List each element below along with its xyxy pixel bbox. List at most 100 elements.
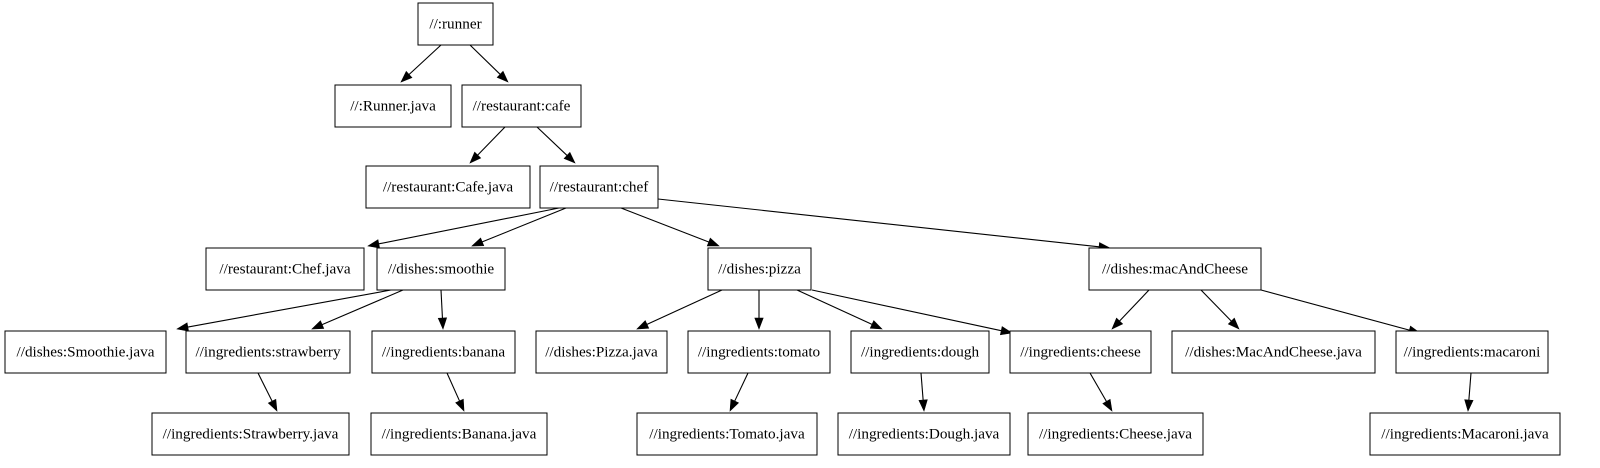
node-label: //ingredients:Tomato.java: [649, 425, 805, 442]
node-box[interactable]: [4, 330, 167, 374]
node-label: //ingredients:Dough.java: [849, 425, 1000, 442]
node-label: //ingredients:strawberry: [195, 343, 340, 360]
graph-node-cafe_java[interactable]: //restaurant:Cafe.java: [365, 165, 531, 209]
node-box[interactable]: [376, 247, 506, 291]
graph-edge: [536, 126, 576, 164]
edge-line: [620, 207, 709, 243]
edge-line: [187, 289, 392, 328]
graph-node-dishes_pizza[interactable]: //dishes:pizza: [707, 247, 812, 291]
node-label: //dishes:pizza: [718, 260, 801, 277]
graph-node-runner[interactable]: //:runner: [417, 2, 494, 46]
edge-arrowhead: [496, 70, 509, 83]
graph-node-ing_tomato[interactable]: //ingredients:tomato: [687, 330, 831, 374]
graph-edge: [1089, 372, 1113, 412]
edge-line: [920, 372, 924, 401]
edge-arrowhead: [706, 237, 720, 247]
node-label: //ingredients:Cheese.java: [1039, 425, 1192, 442]
node-box[interactable]: [365, 165, 531, 209]
graph-node-banana_java[interactable]: //ingredients:Banana.java: [370, 412, 548, 456]
node-box[interactable]: [417, 2, 494, 46]
graph-node-ing_cheese[interactable]: //ingredients:cheese: [1009, 330, 1152, 374]
node-box[interactable]: [1088, 247, 1262, 291]
node-box[interactable]: [1009, 330, 1152, 374]
graph-edge: [1111, 289, 1150, 330]
node-label: //dishes:Smoothie.java: [17, 343, 155, 360]
edge-line: [657, 198, 1100, 248]
graph-edge: [918, 372, 928, 412]
node-label: //ingredients:tomato: [698, 343, 821, 360]
node-box[interactable]: [707, 247, 812, 291]
graph-edge: [796, 289, 883, 330]
edge-line: [536, 126, 568, 156]
graph-node-ing_dough[interactable]: //ingredients:dough: [850, 330, 990, 374]
graph-node-macaroni_java[interactable]: //ingredients:Macaroni.java: [1369, 412, 1561, 456]
graph-node-dough_java[interactable]: //ingredients:Dough.java: [837, 412, 1011, 456]
node-box[interactable]: [636, 412, 818, 456]
node-label: //restaurant:cafe: [473, 97, 571, 114]
graph-node-tomato_java[interactable]: //ingredients:Tomato.java: [636, 412, 818, 456]
node-label: //:Runner.java: [350, 97, 436, 114]
node-box[interactable]: [1027, 412, 1204, 456]
node-box[interactable]: [837, 412, 1011, 456]
node-label: //ingredients:cheese: [1020, 343, 1141, 360]
node-label: //dishes:macAndCheese: [1102, 260, 1248, 277]
node-box[interactable]: [205, 247, 365, 291]
graph-edge: [657, 198, 1111, 252]
graph-node-dishes_mac[interactable]: //dishes:macAndCheese: [1088, 247, 1262, 291]
edge-arrowhead: [1464, 399, 1474, 412]
graph-edge: [754, 290, 764, 330]
node-box[interactable]: [1171, 330, 1376, 374]
edge-arrowhead: [636, 320, 650, 330]
graph-node-ing_macaroni[interactable]: //ingredients:macaroni: [1395, 330, 1549, 374]
node-box[interactable]: [535, 330, 668, 374]
graph-edge: [446, 372, 465, 412]
node-box[interactable]: [1395, 330, 1549, 374]
edge-arrowhead: [176, 322, 189, 332]
edge-arrowhead: [918, 399, 928, 412]
graph-edge: [471, 207, 567, 247]
graph-node-strawberry_java[interactable]: //ingredients:Strawberry.java: [151, 412, 350, 456]
graph-node-ing_strawberry[interactable]: //ingredients:strawberry: [185, 330, 351, 374]
graph-node-smoothie_java[interactable]: //dishes:Smoothie.java: [4, 330, 167, 374]
node-box[interactable]: [370, 412, 548, 456]
graph-node-runner_java[interactable]: //:Runner.java: [334, 84, 452, 128]
node-box[interactable]: [687, 330, 831, 374]
edge-arrowhead: [367, 239, 380, 249]
graph-node-chef_java[interactable]: //restaurant:Chef.java: [205, 247, 365, 291]
edge-line: [257, 372, 273, 402]
graph-edge: [811, 289, 1013, 336]
node-label: //dishes:smoothie: [388, 260, 495, 277]
graph-node-pizza_java[interactable]: //dishes:Pizza.java: [535, 330, 668, 374]
node-label: //ingredients:Banana.java: [382, 425, 537, 442]
node-label: //ingredients:Macaroni.java: [1381, 425, 1549, 442]
edge-arrowhead: [267, 398, 278, 412]
graph-node-mac_java[interactable]: //dishes:MacAndCheese.java: [1171, 330, 1376, 374]
node-box[interactable]: [539, 165, 659, 209]
node-box[interactable]: [334, 84, 452, 128]
node-box[interactable]: [1369, 412, 1561, 456]
graph-edge: [1260, 289, 1421, 335]
edge-line: [811, 289, 1002, 332]
node-box[interactable]: [461, 84, 582, 128]
node-box[interactable]: [850, 330, 990, 374]
graph-node-ing_banana[interactable]: //ingredients:banana: [371, 330, 516, 374]
edge-arrowhead: [400, 70, 413, 83]
edge-arrowhead: [455, 398, 465, 412]
node-box[interactable]: [151, 412, 350, 456]
graph-node-restaurant_cafe[interactable]: //restaurant:cafe: [461, 84, 582, 128]
graph-node-restaurant_chef[interactable]: //restaurant:chef: [539, 165, 659, 209]
edge-line: [1200, 289, 1232, 322]
edge-line: [477, 126, 506, 156]
node-box[interactable]: [185, 330, 351, 374]
edge-arrowhead: [1102, 398, 1113, 412]
node-label: //ingredients:dough: [861, 343, 980, 360]
graph-node-cheese_java[interactable]: //ingredients:Cheese.java: [1027, 412, 1204, 456]
node-label: //restaurant:chef: [550, 178, 650, 195]
graph-edge: [729, 372, 749, 412]
node-label: //:runner: [429, 15, 481, 32]
node-label: //dishes:Pizza.java: [545, 343, 658, 360]
node-box[interactable]: [371, 330, 516, 374]
edge-line: [1260, 289, 1410, 331]
nodes-layer: //:runner //:Runner.java //restaurant:cafe…: [4, 2, 1561, 456]
graph-node-dishes_smoothie[interactable]: //dishes:smoothie: [376, 247, 506, 291]
